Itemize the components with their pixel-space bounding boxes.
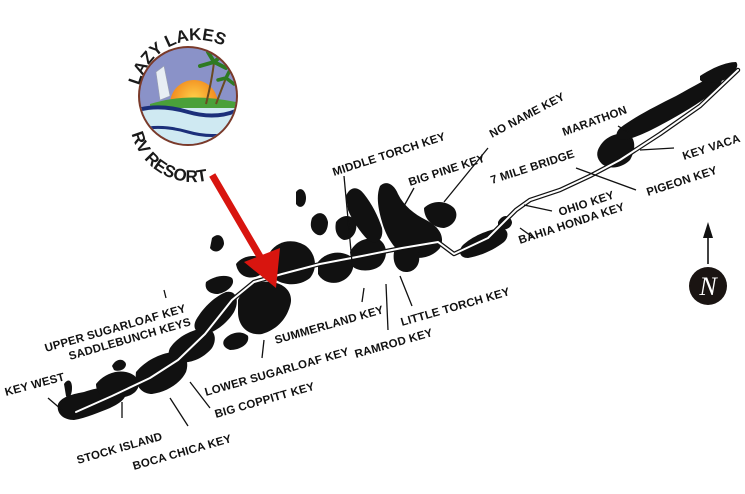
label-summerland-key: SUMMERLAND KEY bbox=[274, 304, 386, 347]
island-marathon bbox=[616, 74, 723, 140]
compass-letter: N bbox=[698, 272, 718, 301]
resort-location-arrow bbox=[209, 173, 280, 288]
island-middle-torch bbox=[346, 188, 383, 243]
island-lower-sugarloaf bbox=[238, 281, 292, 335]
label-key-west: KEY WEST bbox=[4, 371, 66, 398]
island-bahia-honda bbox=[460, 228, 508, 258]
label-no-name-key: NO NAME KEY bbox=[488, 91, 567, 141]
north-compass: N bbox=[689, 222, 727, 305]
island-no-name bbox=[424, 202, 457, 228]
island-big-pine bbox=[377, 183, 443, 258]
label-little-torch-key: LITTLE TORCH KEY bbox=[400, 286, 512, 329]
label-seven-mile-bridge: 7 MILE BRIDGE bbox=[489, 148, 576, 187]
sailboat-icon bbox=[155, 65, 171, 101]
label-big-pine-key: BIG PINE KEY bbox=[407, 153, 487, 189]
palm-tree-icon bbox=[205, 61, 215, 105]
island-little-torch bbox=[393, 246, 420, 272]
label-ramrod-key: RAMROD KEY bbox=[354, 327, 435, 361]
label-key-vaca: KEY VACA bbox=[681, 133, 742, 163]
label-pigeon-key: PIGEON KEY bbox=[645, 165, 719, 199]
lazy-lakes-logo: LAZY LAKES RV RESORT bbox=[125, 25, 238, 186]
island-saddlebunch bbox=[194, 291, 237, 334]
island-stock-island bbox=[96, 371, 139, 398]
leader-lines bbox=[47, 125, 675, 427]
overseas-highway bbox=[73, 67, 741, 415]
